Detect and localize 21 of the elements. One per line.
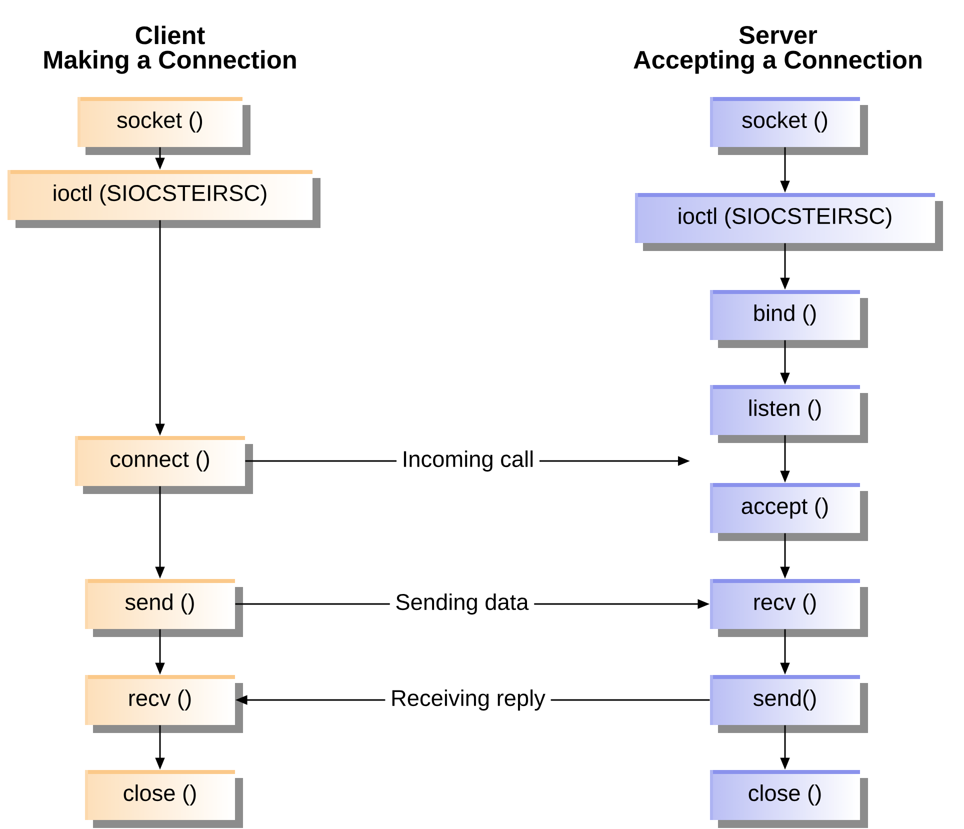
- edge-label: Incoming call: [396, 445, 540, 477]
- edge-label: Sending data: [390, 588, 534, 620]
- column-heading: Client: [136, 26, 205, 44]
- process-box: close (): [710, 770, 868, 828]
- process-box: socket (): [78, 97, 250, 155]
- process-box: send(): [710, 675, 868, 733]
- process-box: bind (): [710, 290, 868, 348]
- process-box: socket (): [710, 97, 868, 155]
- column-heading: Accepting a Connection: [634, 50, 922, 74]
- edge-label: Receiving reply: [385, 684, 551, 716]
- process-box: accept (): [710, 483, 868, 541]
- column-heading: Server: [739, 26, 818, 44]
- process-box: listen (): [710, 385, 868, 443]
- process-box: close (): [85, 770, 243, 828]
- process-box: ioctl (SIOCSTEIRSC): [8, 170, 320, 228]
- process-box: recv (): [85, 675, 243, 733]
- process-box: connect (): [75, 436, 253, 494]
- process-box: send (): [85, 579, 243, 637]
- process-box: recv (): [710, 579, 868, 637]
- process-box: ioctl (SIOCSTEIRSC): [635, 193, 943, 251]
- column-heading: Making a Connection: [44, 50, 296, 74]
